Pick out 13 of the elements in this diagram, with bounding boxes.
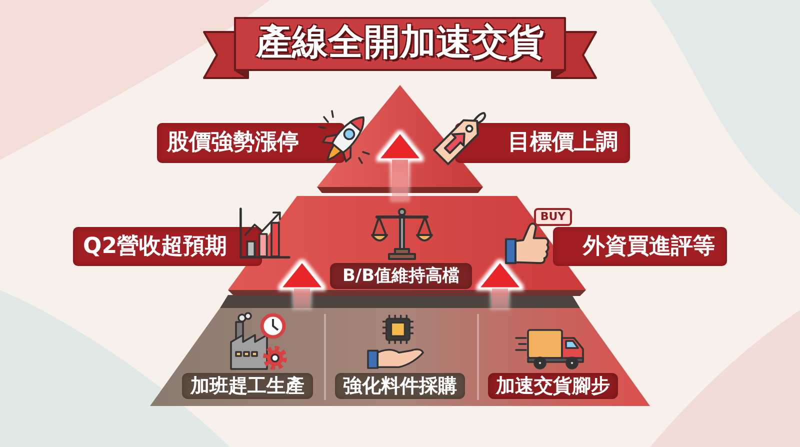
- label-pill: B/B值維持高檔: [330, 263, 472, 289]
- title-ribbon: 產線全開加速交貨: [200, 14, 600, 82]
- label-pill: 強化料件採購: [335, 373, 465, 399]
- arrow: [478, 261, 522, 308]
- arrow: [280, 261, 324, 308]
- label-pill: 加速交貨腳步: [488, 373, 618, 399]
- label-banner: 目標價上調: [455, 123, 630, 163]
- label-banner: 股價強勢漲停: [157, 123, 345, 163]
- label-banner: Q2營收超預期: [73, 227, 262, 266]
- speech-bubble: BUY: [534, 208, 572, 226]
- arrow: [378, 132, 422, 200]
- label-banner: 外資買進評等: [553, 227, 727, 266]
- label-pill: 加班趕工生產: [182, 373, 313, 399]
